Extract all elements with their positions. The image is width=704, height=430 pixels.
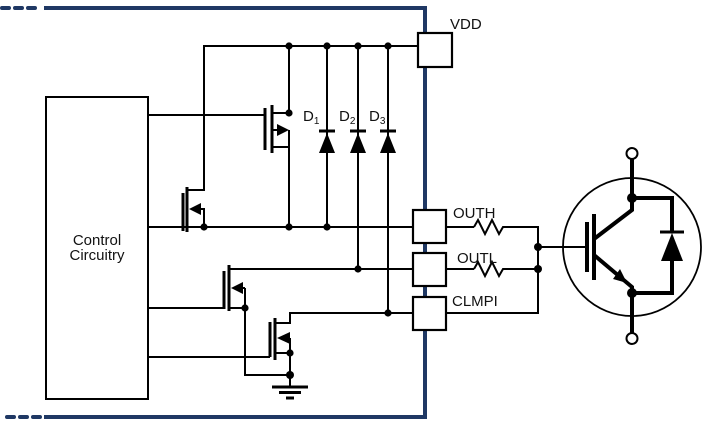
vdd-pin-box bbox=[416, 31, 454, 69]
outh-pin-box bbox=[411, 208, 448, 245]
outl-pin-label: OUTL bbox=[457, 250, 497, 267]
junction-dot bbox=[285, 223, 293, 231]
junction-dot bbox=[286, 349, 294, 357]
m1-body-arrow-icon bbox=[277, 124, 289, 136]
clmpi-net-wire bbox=[275, 312, 413, 324]
mosfet-m2-icon bbox=[181, 187, 204, 232]
junction-dot bbox=[384, 309, 392, 317]
junction-dot bbox=[285, 42, 293, 50]
m1-source-wire bbox=[272, 130, 290, 227]
mosfet-m3-icon bbox=[222, 265, 243, 311]
mosfet-m4-icon bbox=[268, 318, 290, 360]
diode-d3-label: D3 bbox=[369, 108, 386, 127]
igbt-collector bbox=[592, 159, 634, 241]
outl-pin-box bbox=[411, 251, 448, 288]
outh-resistor-icon bbox=[473, 217, 506, 237]
m2-source-tie-wire bbox=[201, 208, 205, 227]
freewheel-diode-branch bbox=[632, 196, 674, 295]
junction-dot bbox=[534, 243, 542, 251]
junction-dot bbox=[354, 42, 362, 50]
junction-dot bbox=[323, 42, 331, 50]
clmpi-pin-box bbox=[411, 295, 448, 332]
junction-dot bbox=[285, 109, 293, 117]
igbt-emitter-arrow-icon bbox=[613, 269, 627, 283]
m3-source-ground-wire bbox=[229, 287, 290, 376]
m2-body-arrow-icon bbox=[189, 203, 201, 215]
junction-dot bbox=[241, 304, 249, 312]
wires bbox=[148, 45, 587, 386]
igbt-module bbox=[562, 147, 702, 345]
igbt-emitter bbox=[592, 253, 634, 333]
mosfet-m1-icon bbox=[263, 105, 289, 153]
d1-triangle bbox=[319, 133, 335, 153]
junction-dot bbox=[323, 223, 331, 231]
junction-dot bbox=[534, 265, 542, 273]
diode-d2-label: D2 bbox=[339, 108, 356, 127]
control-circuitry-label-2: Circuitry bbox=[70, 247, 125, 264]
m4-body-arrow-icon bbox=[277, 332, 290, 344]
diode-d3-icon bbox=[380, 129, 396, 153]
collector-terminal bbox=[625, 147, 639, 160]
m1-drain-wire bbox=[272, 46, 290, 114]
emitter-terminal bbox=[625, 332, 639, 345]
diode-d2-icon bbox=[350, 129, 366, 153]
m3-body-arrow-icon bbox=[231, 282, 243, 294]
ground-icon bbox=[272, 385, 308, 400]
d2-triangle bbox=[350, 133, 366, 153]
emitter-junction-dot bbox=[627, 288, 637, 298]
junction-dots bbox=[200, 42, 542, 379]
diode-d1-label: D1 bbox=[303, 108, 320, 127]
junction-dot bbox=[286, 371, 294, 379]
clmpi-pin-label: CLMPI bbox=[452, 293, 498, 310]
diode-d1-icon bbox=[319, 129, 335, 153]
junction-dot bbox=[354, 265, 362, 273]
control-circuitry-label-1: Control bbox=[73, 232, 121, 249]
collector-junction-dot bbox=[627, 193, 637, 203]
outl-resistor-icon bbox=[473, 259, 506, 279]
control-circuitry-block: Control Circuitry bbox=[45, 96, 149, 400]
m4-source-ground-wire bbox=[275, 338, 291, 386]
junction-dot bbox=[384, 42, 392, 50]
freewheel-diode-triangle bbox=[661, 233, 683, 261]
d3-triangle bbox=[380, 133, 396, 153]
vdd-pin-label: VDD bbox=[450, 16, 482, 33]
outh-pin-label: OUTH bbox=[453, 205, 496, 222]
control-circuitry-box bbox=[45, 96, 149, 400]
junction-dot bbox=[200, 223, 208, 231]
